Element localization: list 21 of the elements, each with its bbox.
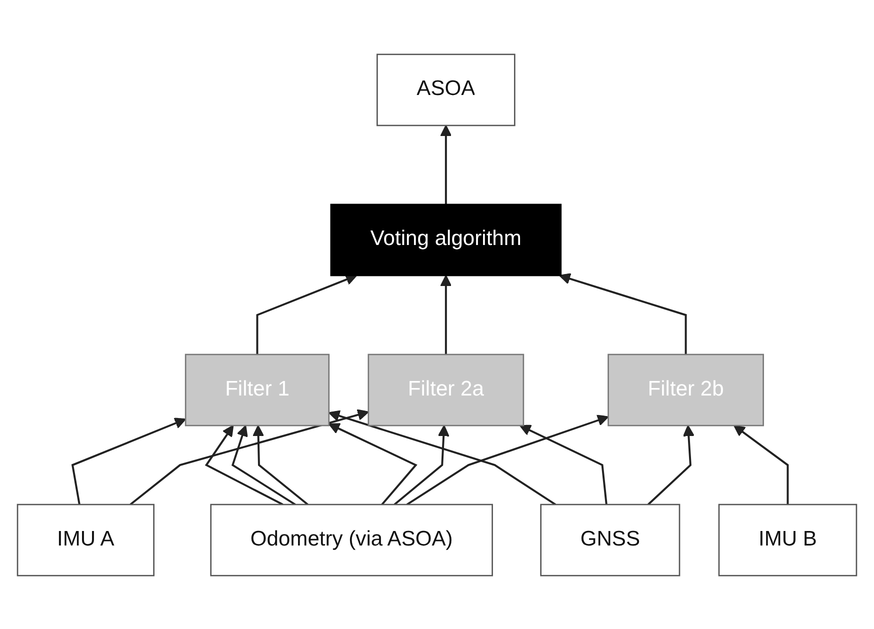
arrow — [406, 414, 609, 505]
arrow — [204, 424, 284, 505]
arrow — [130, 408, 369, 505]
node-box: IMU A — [16, 503, 154, 576]
arrow — [648, 424, 694, 505]
arrow — [734, 424, 789, 504]
node-box: ASOA — [376, 53, 516, 126]
arrow — [394, 424, 450, 505]
node-box: GNSS — [540, 503, 680, 576]
arrow — [252, 424, 308, 505]
arrow — [519, 424, 608, 504]
node-box: Voting algorithm — [330, 203, 562, 276]
arrow — [440, 124, 452, 204]
arrow — [328, 410, 556, 505]
arrow — [71, 417, 186, 504]
node-box: IMU B — [718, 503, 858, 576]
arrow — [440, 274, 452, 354]
node-box: Odometry (via ASOA) — [210, 503, 493, 576]
arrow — [328, 422, 418, 505]
arrow — [559, 272, 687, 354]
arrow — [232, 424, 296, 505]
